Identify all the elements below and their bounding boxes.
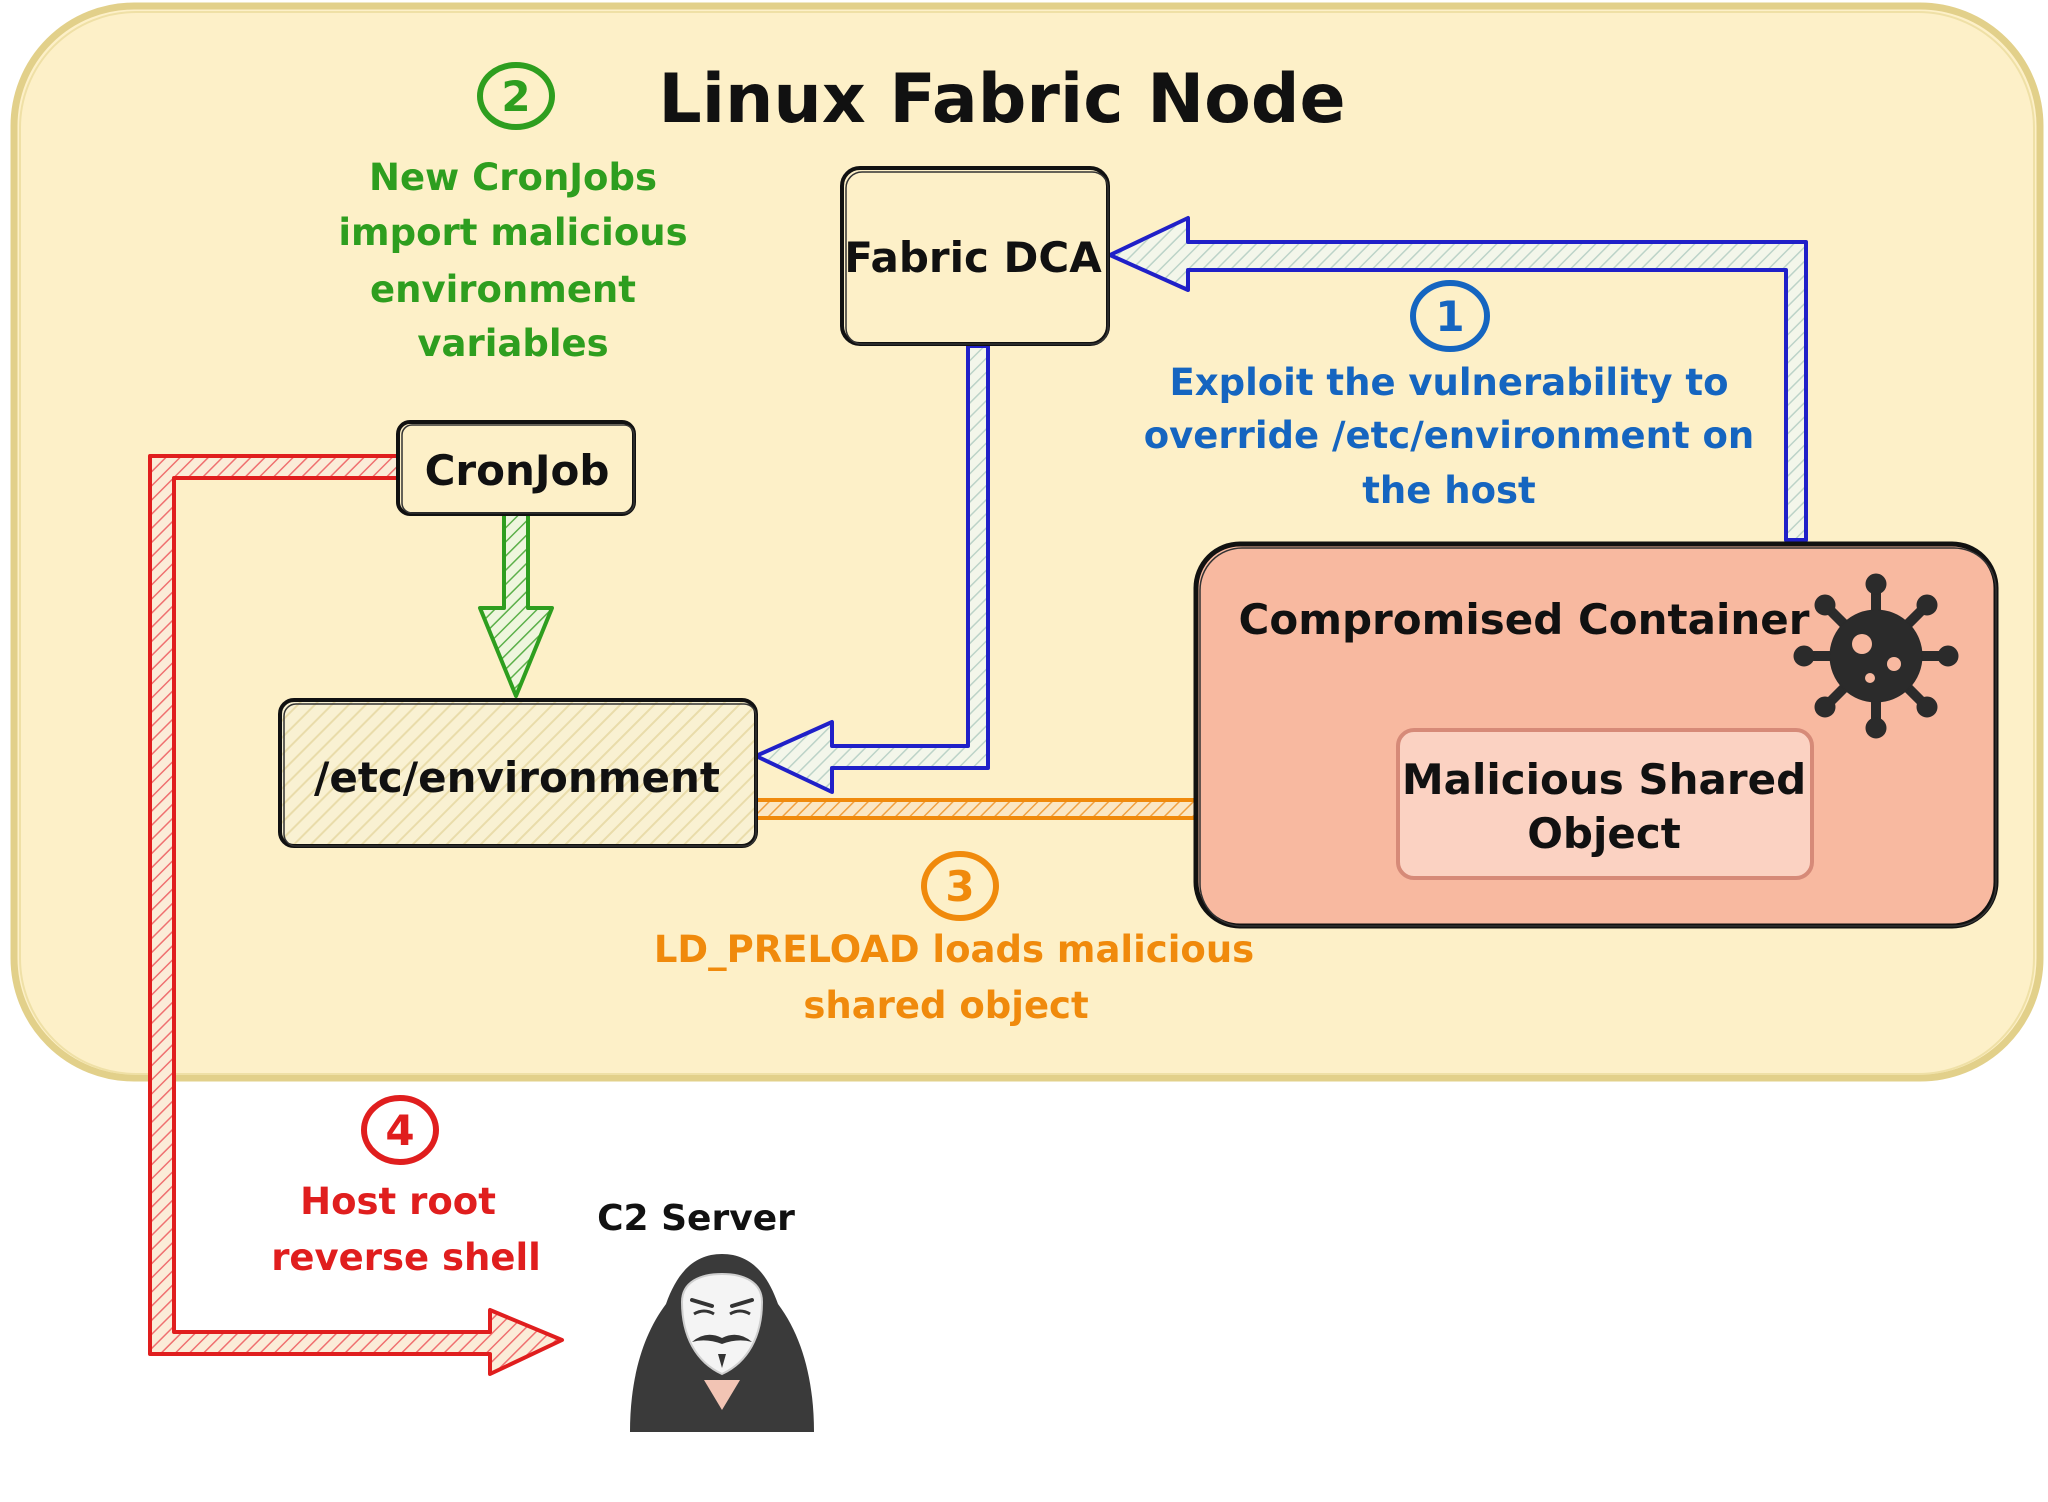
step-2-note: New CronJobs import malicious environmen… xyxy=(338,156,687,365)
svg-text:4: 4 xyxy=(385,1106,414,1155)
step-1-badge: 1 xyxy=(1410,280,1490,352)
svg-text:New CronJobs: New CronJobs xyxy=(369,156,657,199)
step-4-note: Host root reverse shell xyxy=(271,1180,541,1279)
svg-text:LD_PRELOAD loads malicious: LD_PRELOAD loads malicious xyxy=(654,928,1254,971)
svg-text:Object: Object xyxy=(1527,809,1681,858)
svg-text:shared object: shared object xyxy=(803,984,1088,1027)
svg-text:Fabric DCA: Fabric DCA xyxy=(844,233,1102,282)
compromised-container-label: Compromised Container xyxy=(1239,595,1810,644)
svg-text:import malicious: import malicious xyxy=(338,211,687,254)
svg-text:Malicious Shared: Malicious Shared xyxy=(1402,755,1806,804)
step-3-note: LD_PRELOAD loads malicious shared object xyxy=(654,928,1254,1027)
fabric-dca-box: Fabric DCA xyxy=(840,166,1110,346)
svg-text:override /etc/environment on: override /etc/environment on xyxy=(1144,414,1755,457)
arrow-container-to-dca xyxy=(1108,216,1808,542)
svg-text:the host: the host xyxy=(1362,469,1535,512)
etc-environment-box: /etc/environment xyxy=(278,698,758,848)
malicious-shared-object-box: Malicious Shared Object xyxy=(1396,728,1814,880)
arrow-dca-to-env xyxy=(754,344,990,794)
step-4-badge: 4 xyxy=(361,1095,439,1165)
svg-text:Host root: Host root xyxy=(300,1180,496,1223)
c2-server-label: C2 Server xyxy=(597,1198,795,1239)
virus-icon xyxy=(1793,573,1959,739)
svg-text:Exploit the vulnerability to: Exploit the vulnerability to xyxy=(1169,361,1728,404)
cronjob-box: CronJob xyxy=(396,420,636,516)
svg-text:3: 3 xyxy=(945,862,974,911)
hacker-icon xyxy=(630,1254,814,1432)
arrow-cronjob-to-env xyxy=(478,508,554,698)
svg-text:/etc/environment: /etc/environment xyxy=(314,753,720,802)
svg-text:environment: environment xyxy=(370,268,636,311)
svg-text:variables: variables xyxy=(417,322,608,365)
arrow-cronjob-to-c2 xyxy=(148,454,564,1376)
node-title: Linux Fabric Node xyxy=(658,60,1345,139)
step-2-badge: 2 xyxy=(477,62,555,130)
svg-text:2: 2 xyxy=(501,72,530,121)
svg-text:reverse shell: reverse shell xyxy=(271,1236,541,1279)
svg-text:CronJob: CronJob xyxy=(425,446,610,495)
svg-text:1: 1 xyxy=(1435,292,1464,341)
step-1-note: Exploit the vulnerability to override /e… xyxy=(1144,361,1755,512)
step-3-badge: 3 xyxy=(921,851,999,921)
